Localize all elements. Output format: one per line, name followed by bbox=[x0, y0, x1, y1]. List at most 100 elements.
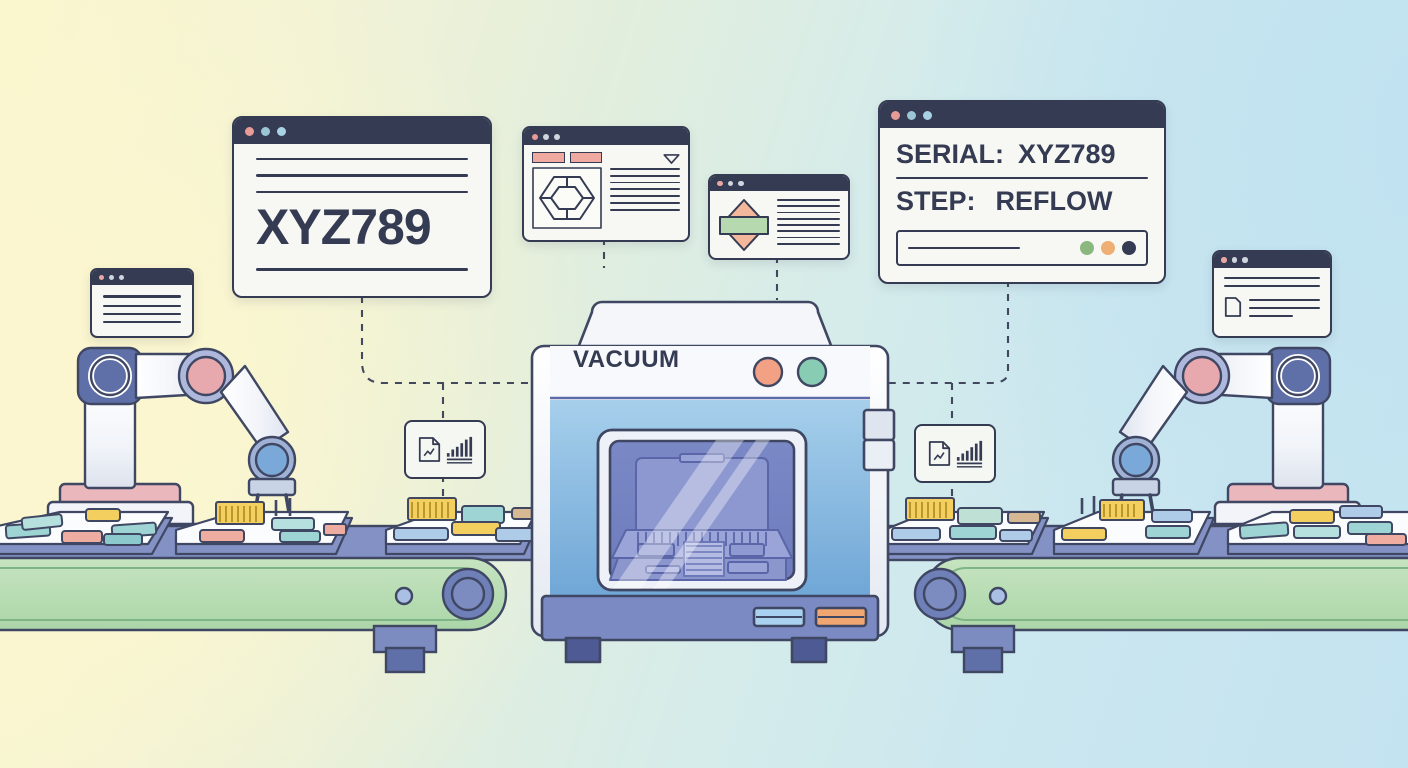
window-title-bar[interactable] bbox=[524, 128, 688, 145]
carrier-tray bbox=[384, 497, 547, 556]
traffic-light-minimize[interactable] bbox=[543, 133, 549, 140]
document-icon bbox=[418, 437, 440, 462]
text-line bbox=[103, 312, 181, 315]
text-line bbox=[1249, 299, 1320, 301]
row-divider bbox=[896, 176, 1148, 180]
text-line bbox=[777, 230, 840, 233]
window-body bbox=[710, 191, 848, 258]
text-line bbox=[256, 174, 468, 177]
traffic-light-minimize[interactable] bbox=[109, 275, 114, 280]
window-body bbox=[1214, 268, 1330, 327]
legend-dot-navy[interactable] bbox=[1122, 241, 1136, 256]
traffic-light-minimize[interactable] bbox=[1231, 257, 1237, 263]
text-line bbox=[610, 201, 680, 204]
text-line bbox=[777, 217, 840, 220]
traffic-light-maximize[interactable] bbox=[1242, 257, 1248, 263]
traffic-light-minimize[interactable] bbox=[727, 180, 733, 187]
window-title-bar[interactable] bbox=[710, 176, 848, 191]
carrier-tray bbox=[1052, 496, 1216, 556]
text-line bbox=[256, 268, 468, 271]
document-corner-icon bbox=[1224, 297, 1242, 317]
serial-id-window[interactable]: XYZ789 bbox=[232, 116, 492, 298]
traffic-light-close[interactable] bbox=[532, 133, 538, 140]
document-icon bbox=[928, 441, 950, 466]
window-body bbox=[524, 145, 688, 236]
traffic-light-maximize[interactable] bbox=[119, 275, 124, 280]
diamond-band-icon bbox=[719, 199, 769, 251]
text-line bbox=[1249, 315, 1294, 317]
factory-floor bbox=[0, 346, 1408, 674]
serial-row: SERIAL: XYZ789 bbox=[896, 138, 1148, 172]
traffic-light-close[interactable] bbox=[245, 126, 254, 136]
serial-label: SERIAL: bbox=[896, 139, 1004, 169]
progress-bar-fill bbox=[908, 246, 1020, 250]
text-line bbox=[610, 208, 680, 211]
step-label: STEP: bbox=[896, 186, 976, 217]
conveyor-belt bbox=[0, 556, 1408, 674]
text-line bbox=[777, 242, 840, 245]
text-line bbox=[777, 211, 840, 214]
carrier-trays bbox=[0, 496, 1408, 556]
carrier-tray bbox=[1226, 505, 1408, 556]
traffic-light-close[interactable] bbox=[1221, 257, 1227, 263]
window-body: XYZ789 bbox=[234, 144, 490, 271]
machine-name-label: VACUUM bbox=[573, 346, 680, 373]
text-line bbox=[1224, 277, 1320, 279]
traffic-light-close[interactable] bbox=[99, 275, 104, 280]
window-title-bar[interactable] bbox=[92, 270, 192, 285]
serial-value: XYZ789 bbox=[1018, 139, 1116, 169]
text-line bbox=[103, 295, 181, 298]
cad-preview-window[interactable] bbox=[522, 126, 690, 242]
window-title-bar[interactable] bbox=[880, 102, 1164, 128]
status-light-ready bbox=[796, 356, 828, 388]
text-line bbox=[610, 195, 680, 197]
traffic-light-close[interactable] bbox=[717, 180, 723, 187]
serial-step-window[interactable]: SERIAL: XYZ789 STEP: REFLOW bbox=[878, 100, 1166, 284]
text-line bbox=[256, 190, 468, 194]
bar-chart-icon bbox=[956, 440, 982, 468]
carrier-tray bbox=[174, 498, 354, 556]
note-window-right[interactable] bbox=[1212, 250, 1332, 338]
traffic-light-close[interactable] bbox=[891, 110, 900, 120]
report-chart-badge-left[interactable] bbox=[404, 420, 486, 479]
text-line bbox=[610, 181, 680, 184]
log-window-left[interactable] bbox=[90, 268, 194, 338]
text-line bbox=[103, 320, 181, 324]
bar-chart-icon bbox=[446, 436, 472, 464]
text-line bbox=[610, 168, 680, 170]
text-line bbox=[777, 224, 840, 226]
vacuum-machine bbox=[530, 300, 896, 664]
text-line bbox=[103, 304, 181, 307]
legend-dot-orange[interactable] bbox=[1101, 241, 1115, 256]
progress-field[interactable] bbox=[896, 230, 1148, 267]
tab-chip[interactable] bbox=[569, 152, 602, 163]
text-line bbox=[777, 236, 840, 239]
step-row: STEP: REFLOW bbox=[896, 185, 1148, 219]
text-line bbox=[256, 158, 468, 161]
report-chart-badge-right[interactable] bbox=[914, 424, 996, 483]
traffic-light-minimize[interactable] bbox=[261, 126, 270, 136]
text-line bbox=[610, 174, 680, 177]
traffic-light-maximize[interactable] bbox=[738, 180, 744, 187]
window-title-bar[interactable] bbox=[1214, 252, 1330, 268]
traffic-light-minimize[interactable] bbox=[907, 110, 916, 120]
traffic-light-maximize[interactable] bbox=[923, 110, 932, 120]
traffic-light-maximize[interactable] bbox=[554, 133, 560, 140]
legend-dot-green[interactable] bbox=[1080, 241, 1094, 256]
hexagon-wafer-icon bbox=[532, 167, 602, 229]
tab-chip[interactable] bbox=[532, 152, 565, 163]
cad-viewport[interactable] bbox=[532, 152, 602, 229]
chevron-down-icon[interactable] bbox=[663, 154, 680, 164]
text-line bbox=[777, 199, 840, 201]
recipe-window[interactable] bbox=[708, 174, 850, 260]
belt-roller-dot bbox=[394, 586, 414, 606]
text-line bbox=[1224, 285, 1320, 287]
carrier-tray bbox=[882, 497, 1050, 556]
window-body bbox=[92, 285, 192, 333]
window-title-bar[interactable] bbox=[234, 118, 490, 144]
text-line bbox=[610, 188, 680, 191]
recipe-text-pane bbox=[777, 197, 840, 253]
traffic-light-maximize[interactable] bbox=[277, 126, 286, 136]
